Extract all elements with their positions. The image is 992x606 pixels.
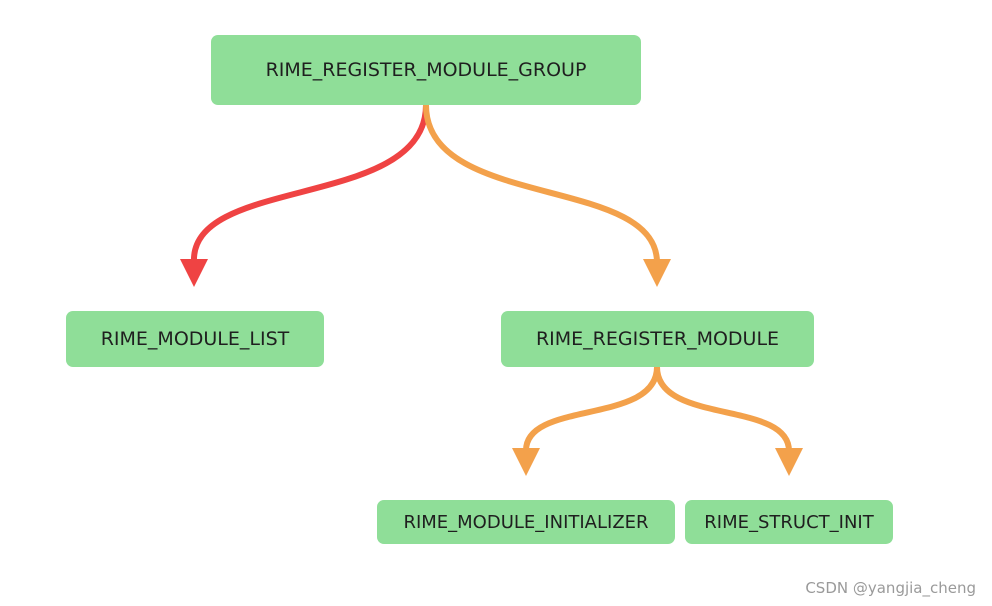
node-rime-struct-init: RIME_STRUCT_INIT bbox=[685, 500, 893, 544]
node-rime-register-module: RIME_REGISTER_MODULE bbox=[501, 311, 814, 367]
node-rime-module-list: RIME_MODULE_LIST bbox=[66, 311, 324, 367]
edge-root-to-register-module bbox=[423, 102, 660, 265]
node-rime-module-initializer: RIME_MODULE_INITIALIZER bbox=[377, 500, 675, 544]
arrowhead-module-list bbox=[180, 259, 208, 287]
arrowhead-struct-init bbox=[775, 448, 803, 476]
watermark: CSDN @yangjia_cheng bbox=[805, 579, 976, 597]
arrowhead-initializer bbox=[512, 448, 540, 476]
edge-register-to-struct-init bbox=[654, 364, 792, 454]
edge-root-to-module-list bbox=[190, 102, 429, 265]
arrowhead-register-module bbox=[643, 259, 671, 287]
edge-register-to-initializer bbox=[522, 364, 660, 454]
node-rime-register-module-group: RIME_REGISTER_MODULE_GROUP bbox=[211, 35, 641, 105]
